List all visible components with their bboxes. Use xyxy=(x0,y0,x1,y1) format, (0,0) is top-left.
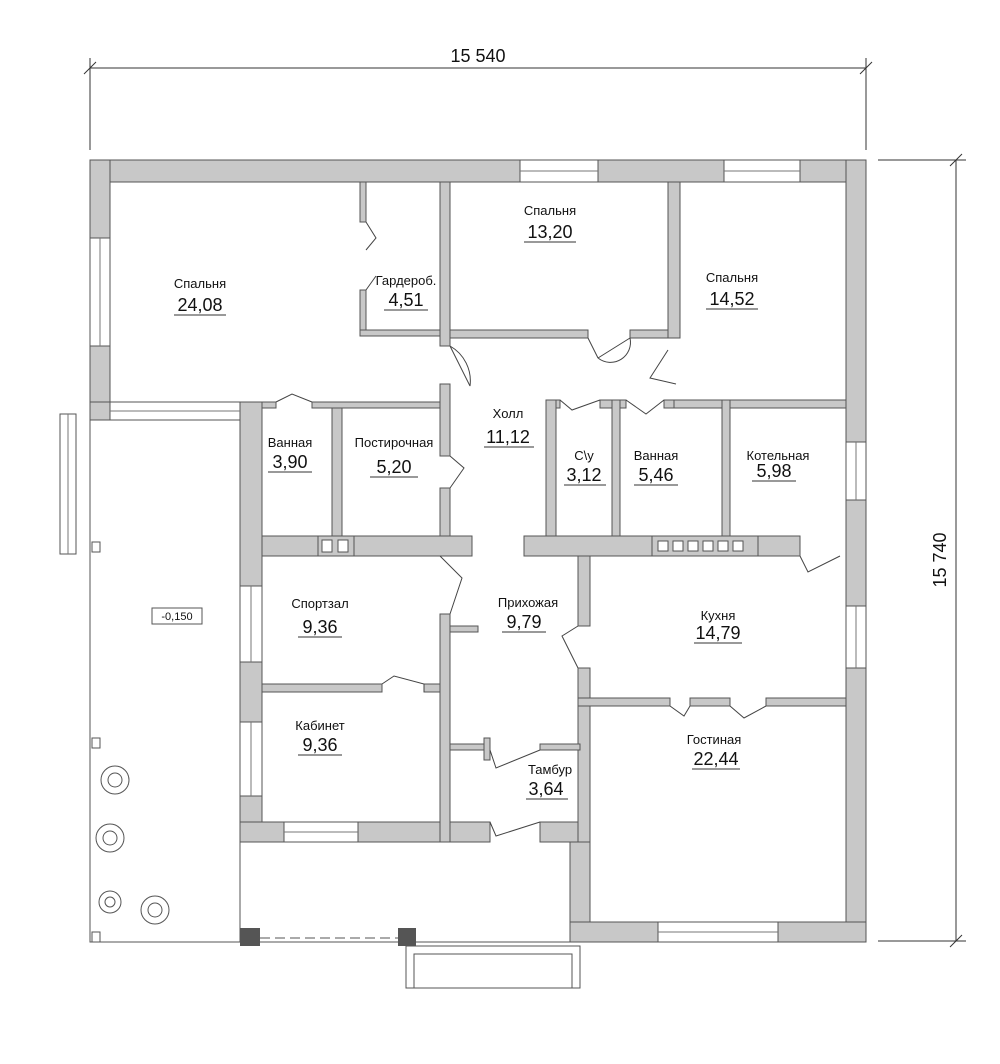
room-label-bathroom-1: Ванная 3,90 xyxy=(268,435,313,473)
room-area: 3,12 xyxy=(566,465,601,485)
room-label-boiler: Котельная 5,98 xyxy=(747,448,810,482)
room-label-bedroom-3: Спальня 14,52 xyxy=(706,270,758,310)
room-name: Спальня xyxy=(524,203,576,218)
room-area: 14,79 xyxy=(695,623,740,643)
height-dimension: 15 740 xyxy=(878,153,966,948)
interior-walls xyxy=(261,181,847,843)
room-label-living-room: Гостиная 22,44 xyxy=(687,732,742,770)
windows xyxy=(89,159,867,943)
room-name: Спальня xyxy=(174,276,226,291)
room-name: Постирочная xyxy=(355,435,434,450)
room-label-kitchen: Кухня 14,79 xyxy=(694,608,742,644)
room-label-bedroom-1: Спальня 24,08 xyxy=(174,276,226,316)
height-dimension-label: 15 740 xyxy=(930,532,950,587)
room-area: 22,44 xyxy=(693,749,738,769)
room-area: 4,51 xyxy=(388,290,423,310)
terrace: -0,150 xyxy=(59,413,241,943)
room-area: 14,52 xyxy=(709,289,754,309)
room-area: 24,08 xyxy=(177,295,222,315)
room-label-laundry: Постирочная 5,20 xyxy=(355,435,434,478)
width-dimension-label: 15 540 xyxy=(450,46,505,66)
room-area: 11,12 xyxy=(486,427,530,447)
room-area: 13,20 xyxy=(527,222,572,242)
vent-block xyxy=(657,540,744,552)
room-area: 5,98 xyxy=(756,461,791,481)
width-dimension: 15 540 xyxy=(83,46,873,150)
room-name: Спальня xyxy=(706,270,758,285)
room-area: 5,20 xyxy=(376,457,411,477)
room-label-wardrobe: Гардероб. 4,51 xyxy=(376,273,437,311)
porch xyxy=(239,842,581,989)
room-name: Ванная xyxy=(634,448,679,463)
room-area: 9,79 xyxy=(506,612,541,632)
room-name: Котельная xyxy=(747,448,810,463)
room-label-entry-hall: Прихожая 9,79 xyxy=(498,595,558,633)
room-label-bedroom-2: Спальня 13,20 xyxy=(524,203,576,243)
room-label-hall: Холл 11,12 xyxy=(484,406,534,448)
room-name: Прихожая xyxy=(498,595,558,610)
room-name: Тамбур xyxy=(528,762,572,777)
room-name: Кухня xyxy=(701,608,736,623)
room-area: 9,36 xyxy=(302,735,337,755)
room-name: С\у xyxy=(574,448,594,463)
doors xyxy=(275,221,841,837)
room-label-bathroom-2: Ванная 5,46 xyxy=(634,448,679,486)
room-area: 9,36 xyxy=(302,617,337,637)
room-name: Гостиная xyxy=(687,732,742,747)
room-label-gym: Спортзал 9,36 xyxy=(291,596,349,638)
room-label-vestibule: Тамбур 3,64 xyxy=(526,762,572,800)
room-area: 3,90 xyxy=(272,452,307,472)
room-label-wc: С\у 3,12 xyxy=(564,448,606,486)
room-area: 3,64 xyxy=(528,779,563,799)
plant-icon xyxy=(95,765,170,925)
room-label-office: Кабинет 9,36 xyxy=(295,718,345,756)
room-name: Холл xyxy=(493,406,524,421)
room-name: Гардероб. xyxy=(376,273,437,288)
room-area: 5,46 xyxy=(638,465,673,485)
room-name: Спортзал xyxy=(291,596,348,611)
room-name: Ванная xyxy=(268,435,313,450)
room-name: Кабинет xyxy=(295,718,344,733)
terrace-level-mark: -0,150 xyxy=(161,611,192,623)
